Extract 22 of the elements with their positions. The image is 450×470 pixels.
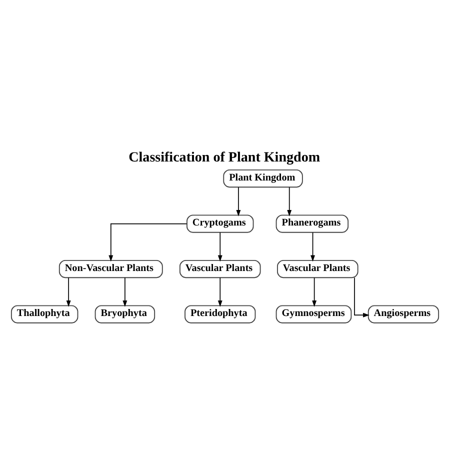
arrow bbox=[287, 186, 292, 216]
node-box: Phanerogams bbox=[276, 214, 349, 232]
arrow bbox=[108, 222, 188, 262]
node-box: Non-Vascular Plants bbox=[58, 260, 163, 278]
arrow bbox=[66, 276, 71, 306]
node-box: Angiosperms bbox=[368, 304, 440, 323]
node-box: Plant Kingdom bbox=[223, 169, 303, 188]
node-box: Vascular Plants bbox=[277, 260, 358, 278]
arrow bbox=[236, 186, 241, 216]
arrow bbox=[312, 276, 317, 306]
diagram-title: Classification of Plant Kingdom bbox=[128, 149, 320, 166]
node-box: Vascular Plants bbox=[179, 260, 261, 278]
arrow bbox=[218, 232, 222, 262]
arrow bbox=[310, 232, 316, 262]
node-box: Gymnosperms bbox=[276, 304, 352, 323]
node-box: Cryptogams bbox=[186, 214, 254, 232]
arrow bbox=[218, 276, 222, 306]
arrow bbox=[354, 276, 370, 317]
node-box: Bryophyta bbox=[94, 304, 156, 323]
arrow bbox=[122, 276, 128, 306]
node-box: Pteridophyta bbox=[184, 304, 256, 323]
node-box: Thallophyta bbox=[10, 304, 78, 323]
